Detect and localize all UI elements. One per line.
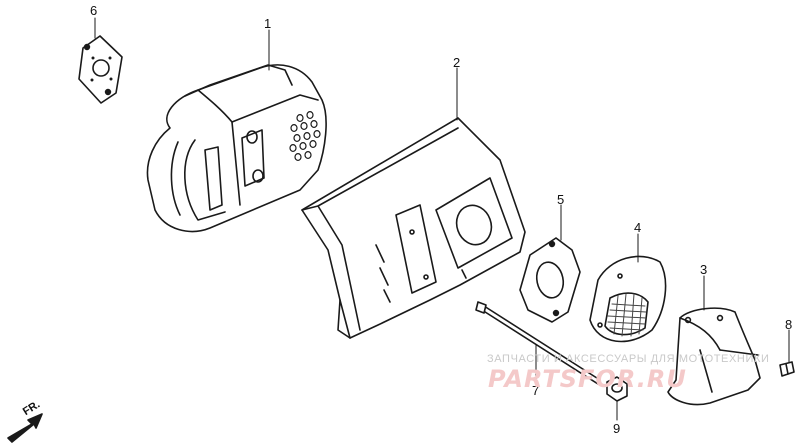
muffler-protector-part-2 [301,117,526,339]
screw-part-8 [779,361,795,377]
deflector-part-3 [667,307,761,406]
watermark-logo: PARTSFOR.RU [488,365,687,393]
callout-part-2: 2 [453,55,461,70]
spark-arrester-part-4 [589,255,667,343]
stud-bolt-part-7 [475,301,601,385]
callout-part-4: 4 [634,220,642,235]
callout-part-7: 7 [532,383,540,398]
callout-leaders [94,17,790,421]
nut-part-9 [606,376,628,402]
front-direction-arrow-icon [7,413,43,443]
callout-part-6: 6 [90,3,98,18]
muffler-part-1 [146,64,327,233]
callout-part-3: 3 [700,262,708,277]
callout-part-1: 1 [264,16,272,31]
gasket-part-5 [519,237,581,323]
callout-part-9: 9 [613,421,621,436]
callout-part-5: 5 [557,192,565,207]
gasket-part-6 [78,35,123,104]
callout-part-8: 8 [785,317,793,332]
watermark-caption: ЗАПЧАСТИ И АКСЕССУАРЫ ДЛЯ МОТОТЕХНИКИ [487,353,770,365]
